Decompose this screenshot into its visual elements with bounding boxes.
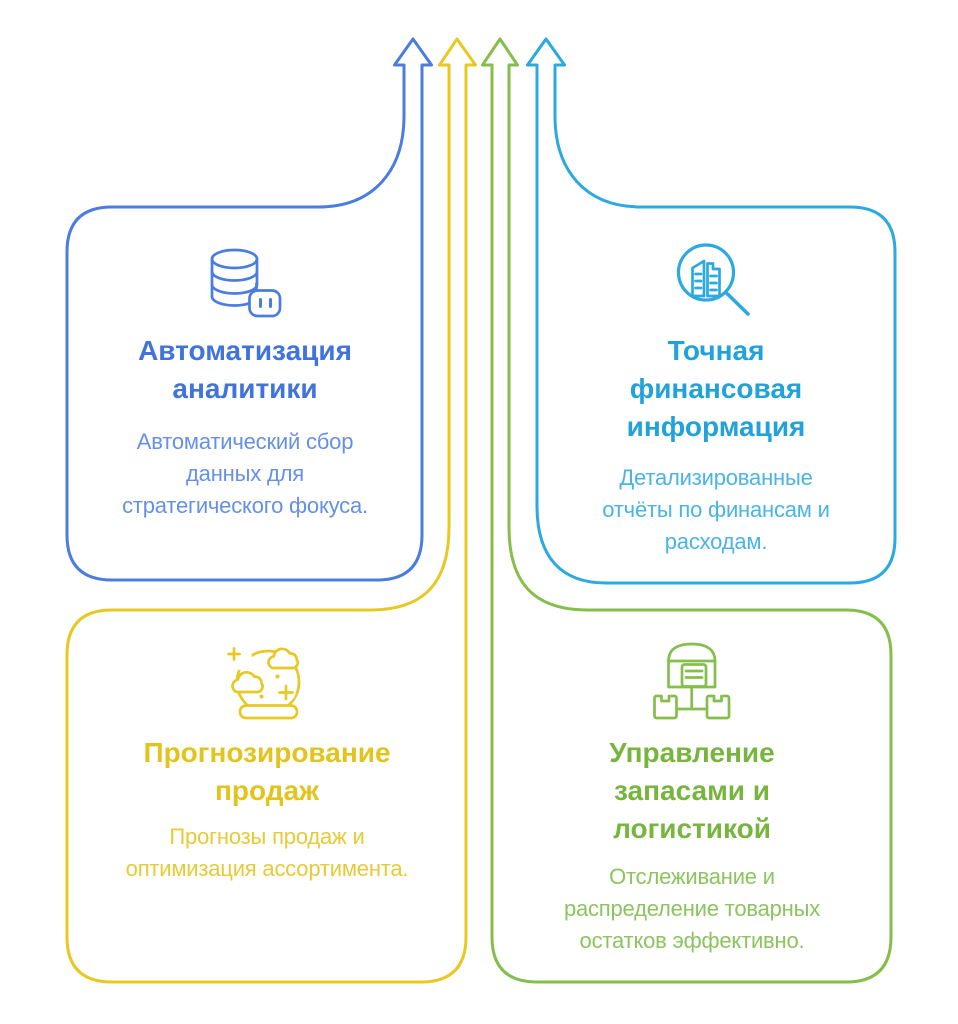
card-title-analytics: Автоматизация аналитики	[138, 335, 352, 404]
card-description-finance: Детализированные отчёты по финансам и ра…	[602, 465, 830, 554]
card-border-arrow	[65, 37, 433, 582]
card-border-arrow	[65, 37, 477, 984]
warehouse-boxes-icon	[653, 642, 731, 720]
card-title-finance: Точная финансовая информация	[626, 335, 806, 442]
card-border-arrow	[526, 37, 897, 585]
card-description-inventory: Отслеживание и распределение товарных ос…	[563, 864, 821, 953]
card-description-forecast: Прогнозы продаж и оптимизация ассортимен…	[125, 824, 409, 881]
card-outline-finance	[526, 37, 897, 585]
crystal-ball-icon	[227, 646, 301, 720]
magnifier-report-icon	[676, 243, 750, 316]
card-outline-inventory	[481, 37, 893, 984]
card-outline-analytics	[65, 37, 433, 582]
card-description-analytics: Автоматический сбор данных для стратегич…	[122, 429, 368, 518]
database-robot-icon	[210, 248, 282, 318]
card-title-inventory: Управление запасами и логистикой	[609, 737, 775, 844]
card-outline-forecast	[65, 37, 477, 984]
card-border-arrow	[481, 37, 893, 984]
card-title-forecast: Прогнозирование продаж	[143, 737, 391, 806]
